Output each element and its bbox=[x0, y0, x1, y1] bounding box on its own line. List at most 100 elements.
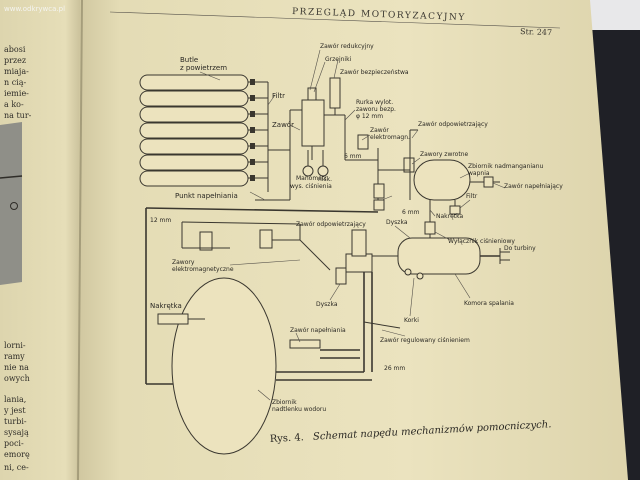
left-fragment-5: a ko- bbox=[4, 100, 24, 109]
left-fragment-13: turbi- bbox=[4, 417, 27, 426]
label-size-26mm: 26 mm bbox=[384, 365, 405, 372]
safety-valve-body bbox=[329, 77, 341, 109]
label-fill-point: Punkt napełniania bbox=[175, 192, 238, 200]
left-fragment-6: na tur- bbox=[4, 111, 32, 120]
nozzle-housing bbox=[345, 253, 373, 273]
label-em-valves-text: Zawory bbox=[172, 259, 195, 266]
check-valve-2 bbox=[373, 199, 385, 211]
left-fragment-8: ramy bbox=[4, 352, 25, 361]
label-filter-right: Filtr bbox=[466, 193, 478, 200]
left-fragment-10: owych bbox=[4, 374, 30, 383]
left-fragment-9: nie na bbox=[4, 363, 29, 372]
label-release-tube-text-line-2: φ 12 mm bbox=[356, 113, 383, 120]
label-pressure-reg: Zawór regulowany ciśnieniem bbox=[380, 337, 470, 344]
label-high-pressure: wys. ciśnienia bbox=[290, 183, 332, 190]
label-nozzle-mid: Dyszka bbox=[316, 301, 338, 308]
air-bottle-6 bbox=[139, 154, 249, 171]
air-bottle-4 bbox=[139, 122, 249, 139]
label-release-tube-text: Rurka wylot. bbox=[356, 99, 393, 106]
label-check-valves: Zawory zwrotne bbox=[420, 151, 469, 158]
book-gutter bbox=[77, 0, 83, 480]
label-fuel-tank-text-line-1: wapnia bbox=[468, 170, 490, 177]
left-fragment-11: lania, bbox=[4, 395, 26, 404]
watermark: www.odkrywca.pl bbox=[4, 5, 65, 13]
left-fragment-0: abosi bbox=[4, 45, 26, 54]
em-valve-left bbox=[199, 231, 213, 251]
label-release-tube-text-line-1: zaworu bezp. bbox=[356, 106, 396, 113]
electromagnetic-valve bbox=[357, 134, 369, 150]
filter-right bbox=[449, 205, 461, 215]
label-electromagnetic-valve-text: Zawór bbox=[370, 127, 389, 134]
caption-prefix: Rys. 4. bbox=[270, 432, 305, 445]
left-fragment-14: sysają bbox=[4, 428, 29, 437]
label-relief-valve-mid: Zawór odpowietrzający bbox=[296, 221, 366, 228]
left-fragment-3: n cią- bbox=[4, 78, 27, 87]
label-fuel-tank-text: Zbiornik nadmanganianu bbox=[468, 163, 544, 170]
air-bottle-5 bbox=[139, 138, 249, 155]
label-fill-valve-right: Zawór napełniający bbox=[504, 183, 563, 190]
label-manometer: Manometr bbox=[296, 175, 327, 182]
peroxide-tank bbox=[171, 277, 277, 455]
label-nut-left: Nakrętka bbox=[150, 302, 182, 310]
reducer-valve-body bbox=[301, 99, 325, 147]
air-bottle-3 bbox=[139, 106, 249, 123]
left-fragment-17: ni, ce- bbox=[4, 463, 29, 472]
label-combustion-chamber: Komora spalania bbox=[464, 300, 514, 307]
left-fragment-7: lorni- bbox=[4, 341, 26, 350]
label-relief-valve-right: Zawór odpowietrzający bbox=[418, 121, 488, 128]
label-reducer-valve: Zawór redukcyjny bbox=[320, 43, 374, 50]
left-fragment-2: miaja- bbox=[4, 67, 29, 76]
air-bottle-7 bbox=[139, 170, 249, 187]
label-taps: Korki bbox=[404, 317, 419, 324]
air-bottles bbox=[139, 74, 249, 187]
label-peroxide-tank-text-line-1: nadtlenku wodoru bbox=[272, 406, 326, 413]
label-release-tube: Rurka wylot.zaworu bezp.φ 12 mm bbox=[356, 99, 396, 120]
air-bottle-1 bbox=[139, 74, 249, 91]
heater-element bbox=[307, 87, 317, 101]
left-fragment-12: y jest bbox=[3, 406, 26, 415]
label-em-valves-text-line-1: elektromagnetyczne bbox=[172, 266, 234, 273]
check-valve-1 bbox=[373, 183, 385, 199]
label-nozzle-top: Dyszka bbox=[386, 219, 408, 226]
left-page bbox=[0, 0, 82, 480]
left-fragment-1: przez bbox=[4, 56, 26, 65]
drain-plug-2 bbox=[416, 272, 424, 280]
oxidizer-tank bbox=[413, 159, 471, 201]
label-size-6mm-a: 6 mm bbox=[344, 153, 362, 160]
left-fragment-4: iemie- bbox=[4, 89, 29, 98]
label-electromagnetic-valve-text-line-1: elektromagn. bbox=[370, 134, 410, 141]
label-heaters: Grzejniki bbox=[325, 56, 352, 63]
fill-valve-left bbox=[289, 339, 321, 349]
nozzle-top bbox=[351, 229, 367, 257]
left-fragment-15: poci- bbox=[4, 439, 24, 448]
em-valve-right bbox=[259, 229, 273, 249]
page-number: Str. 247 bbox=[520, 27, 552, 37]
label-pressure-switch: Wyłącznik ciśnieniowy bbox=[448, 238, 515, 245]
label-size-12mm: 12 mm bbox=[150, 217, 171, 224]
air-bottle-2 bbox=[139, 90, 249, 107]
label-valve: Zawór bbox=[272, 121, 294, 129]
label-low-pressure: nisk. bbox=[318, 176, 332, 183]
label-fill-valve-left: Zawór napełniania bbox=[290, 327, 346, 334]
label-to-turbine: Do turbiny bbox=[504, 245, 536, 252]
label-size-6mm-b: 6 mm bbox=[402, 209, 420, 216]
pressure-switch bbox=[424, 221, 436, 235]
check-valve-3 bbox=[403, 157, 415, 173]
background-wall bbox=[578, 0, 640, 30]
left-page-text: abosi przez miaja- n cią- iemie- a ko- n… bbox=[3, 45, 32, 472]
label-nut-right: Nakrętka bbox=[436, 213, 464, 220]
left-page-circle-mark bbox=[10, 202, 18, 210]
label-safety-valve: Zawór bezpieczeństwa bbox=[340, 69, 409, 76]
label-filter-top: Filtr bbox=[272, 92, 285, 100]
nut-left bbox=[157, 313, 189, 325]
label-peroxide-tank-text: Zbiornik bbox=[272, 399, 297, 406]
drain-plug-1 bbox=[404, 268, 412, 276]
nozzle-mid bbox=[335, 267, 347, 285]
